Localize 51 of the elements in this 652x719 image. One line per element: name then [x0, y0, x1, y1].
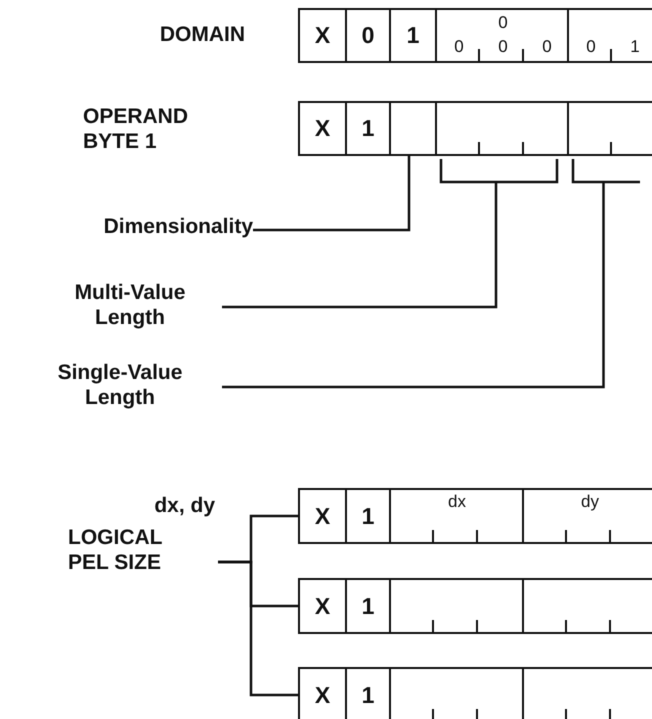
bit-value: dy [580, 493, 600, 511]
bit-value: 0 [497, 14, 509, 32]
bit-value: 1 [406, 22, 420, 49]
bit-cell [345, 101, 391, 156]
bit-field [389, 488, 524, 544]
bit-value: X [314, 682, 330, 708]
bracket-leader-line [222, 159, 640, 388]
bracket-leader-line [218, 560, 298, 696]
group-name: LOGICAL PEL SIZE [68, 525, 164, 575]
bit-value: 0 [541, 38, 553, 56]
bit-field [389, 667, 524, 719]
bit-field [567, 101, 652, 156]
bit-field [522, 488, 652, 544]
bit-field [435, 8, 569, 63]
bit-value: X [314, 592, 330, 620]
bit-field [435, 101, 569, 156]
bit-value: 1 [362, 682, 374, 708]
bit-cell [345, 578, 391, 634]
bit-value: 1 [362, 115, 374, 142]
bit-value: 0 [453, 38, 465, 56]
bit-cell [298, 8, 347, 63]
field-name: Single-Value Length [20, 360, 220, 410]
bit-cell [298, 488, 347, 544]
bit-value: 1 [362, 502, 374, 530]
row-label: OPERAND BYTE 1 [83, 104, 190, 154]
bit-value: X [314, 502, 330, 530]
field-name: dx, dy [154, 493, 215, 518]
bracket-leader-line [222, 159, 558, 308]
bit-cell [389, 101, 437, 156]
bit-value: X [314, 22, 330, 49]
bit-value: 0 [362, 22, 374, 49]
field-name: Dimensionality [8, 214, 253, 239]
bit-cell [389, 8, 437, 63]
bit-cell [298, 578, 347, 634]
bit-value: X [314, 115, 330, 142]
bit-cell [298, 667, 347, 719]
bit-field [389, 578, 524, 634]
bit-value: 1 [629, 38, 641, 56]
bit-cell [298, 101, 347, 156]
bit-value: 0 [585, 38, 597, 56]
bit-value: 0 [497, 38, 509, 56]
bit-cell [345, 8, 391, 63]
leader-line [253, 156, 410, 232]
bit-field [567, 8, 652, 63]
bit-field [522, 578, 652, 634]
bit-value: dx [447, 493, 467, 511]
field-name: Multi-Value Length [40, 280, 220, 330]
bit-field [522, 667, 652, 719]
bit-value: 1 [362, 592, 374, 620]
bit-cell [345, 488, 391, 544]
row-label: DOMAIN [158, 22, 245, 47]
